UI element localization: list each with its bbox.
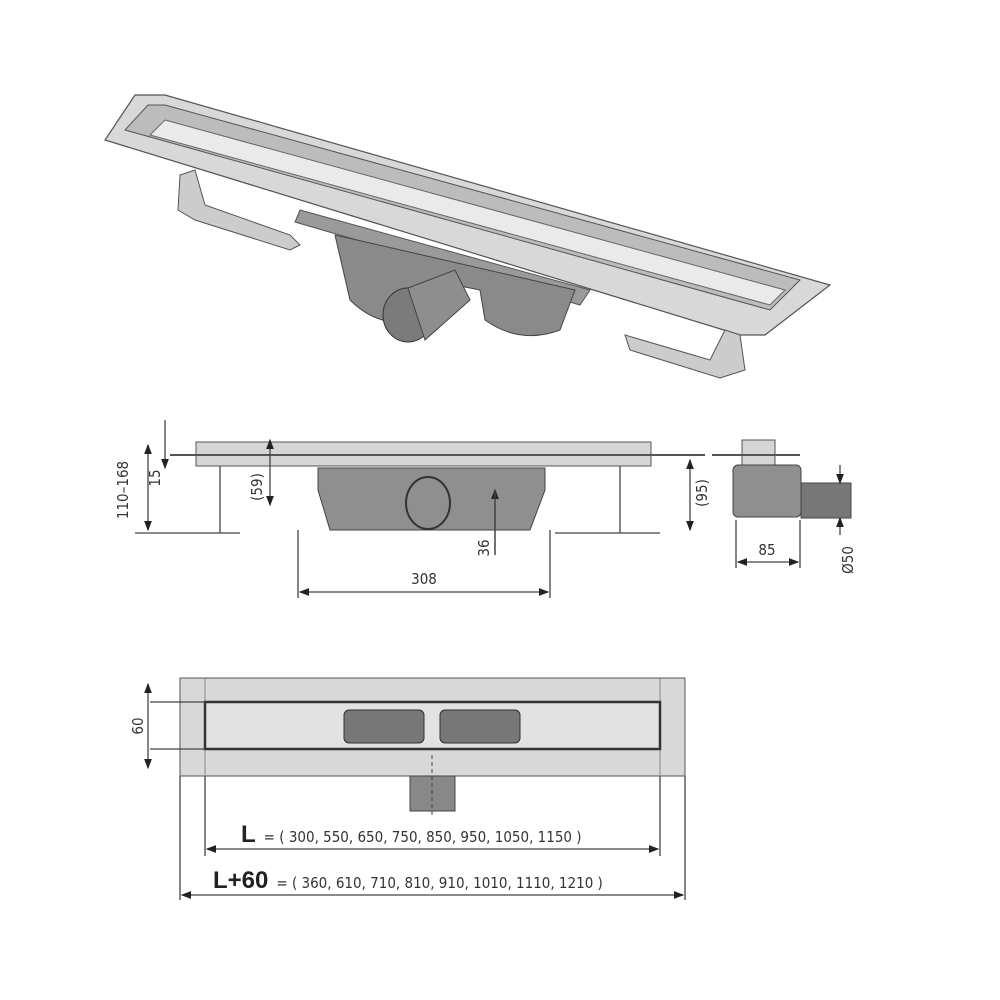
top-view: 60 L = ( 300, 550, 650, 750, 850, 950, 1…	[129, 677, 686, 900]
dim-side-height: (95)	[693, 479, 711, 507]
outlet-pipe	[800, 482, 852, 519]
grate	[203, 700, 662, 751]
siphon-body	[317, 467, 546, 531]
dim-total-height: 110–168	[114, 461, 132, 519]
dim-width: 85	[758, 541, 775, 559]
outlet-circle	[405, 476, 451, 530]
isometric-view	[104, 94, 832, 379]
bracket-left	[177, 169, 301, 251]
length-label: L = ( 300, 550, 650, 750, 850, 950, 1050…	[241, 821, 582, 848]
bracket-right	[624, 329, 746, 379]
front-view: 110–168 15 (59) (95) 36 308	[114, 420, 711, 598]
dim-outlet-height: (59)	[248, 473, 266, 501]
dim-body-width: 308	[411, 570, 437, 588]
total-length-label: L+60 = ( 360, 610, 710, 810, 910, 1010, …	[213, 867, 603, 894]
dim-grate-width: 60	[129, 717, 147, 734]
dim-top: 15	[146, 469, 164, 486]
clip-right	[439, 709, 521, 744]
clip-left	[343, 709, 425, 744]
dim-outlet-diameter: Ø50	[839, 546, 857, 574]
side-view: 85 Ø50	[712, 439, 857, 574]
dim-bottom: 36	[475, 539, 493, 556]
